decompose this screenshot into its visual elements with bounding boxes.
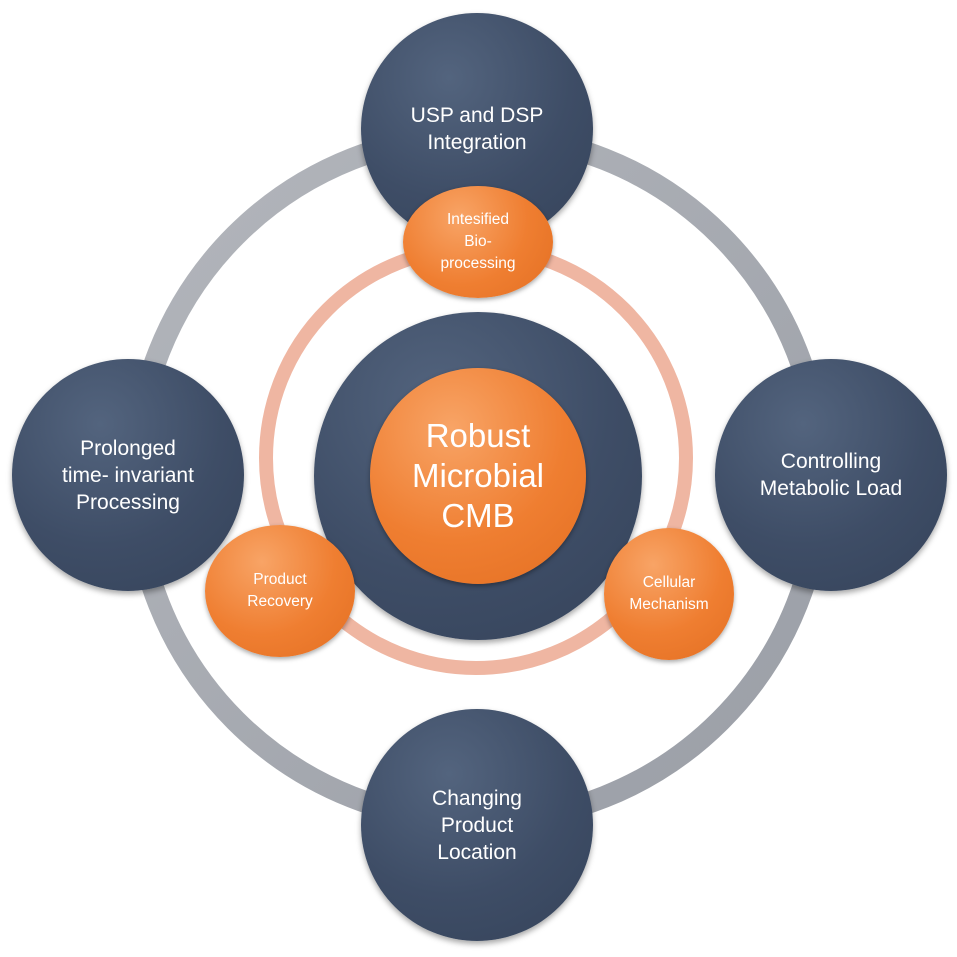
inner-node-left-label: Product Recovery	[247, 571, 313, 610]
outer-node-top: USP and DSP Integration	[361, 13, 593, 245]
outer-node-left-label: Prolonged time- invariant Processing	[62, 436, 194, 514]
inner-node-right-label: Cellular Mechanism	[629, 574, 709, 613]
center-node: Robust Microbial CMB	[370, 368, 586, 584]
inner-node-right: Cellular Mechanism	[604, 528, 734, 660]
outer-node-bottom: Changing Product Location	[361, 709, 593, 941]
outer-node-top-label: USP and DSP Integration	[410, 104, 544, 154]
outer-node-left: Prolonged time- invariant Processing	[12, 359, 244, 591]
inner-node-left: Product Recovery	[205, 525, 355, 657]
outer-node-right-label: Controlling Metabolic Load	[759, 450, 903, 500]
outer-node-bottom-label: Changing Product Location	[432, 786, 522, 864]
inner-node-top: Intesified Bio- processing	[403, 186, 553, 298]
inner-node-top-label: Intesified Bio- processing	[440, 211, 516, 272]
outer-node-right: Controlling Metabolic Load	[715, 359, 947, 591]
center-label: Robust Microbial CMB	[411, 417, 545, 534]
